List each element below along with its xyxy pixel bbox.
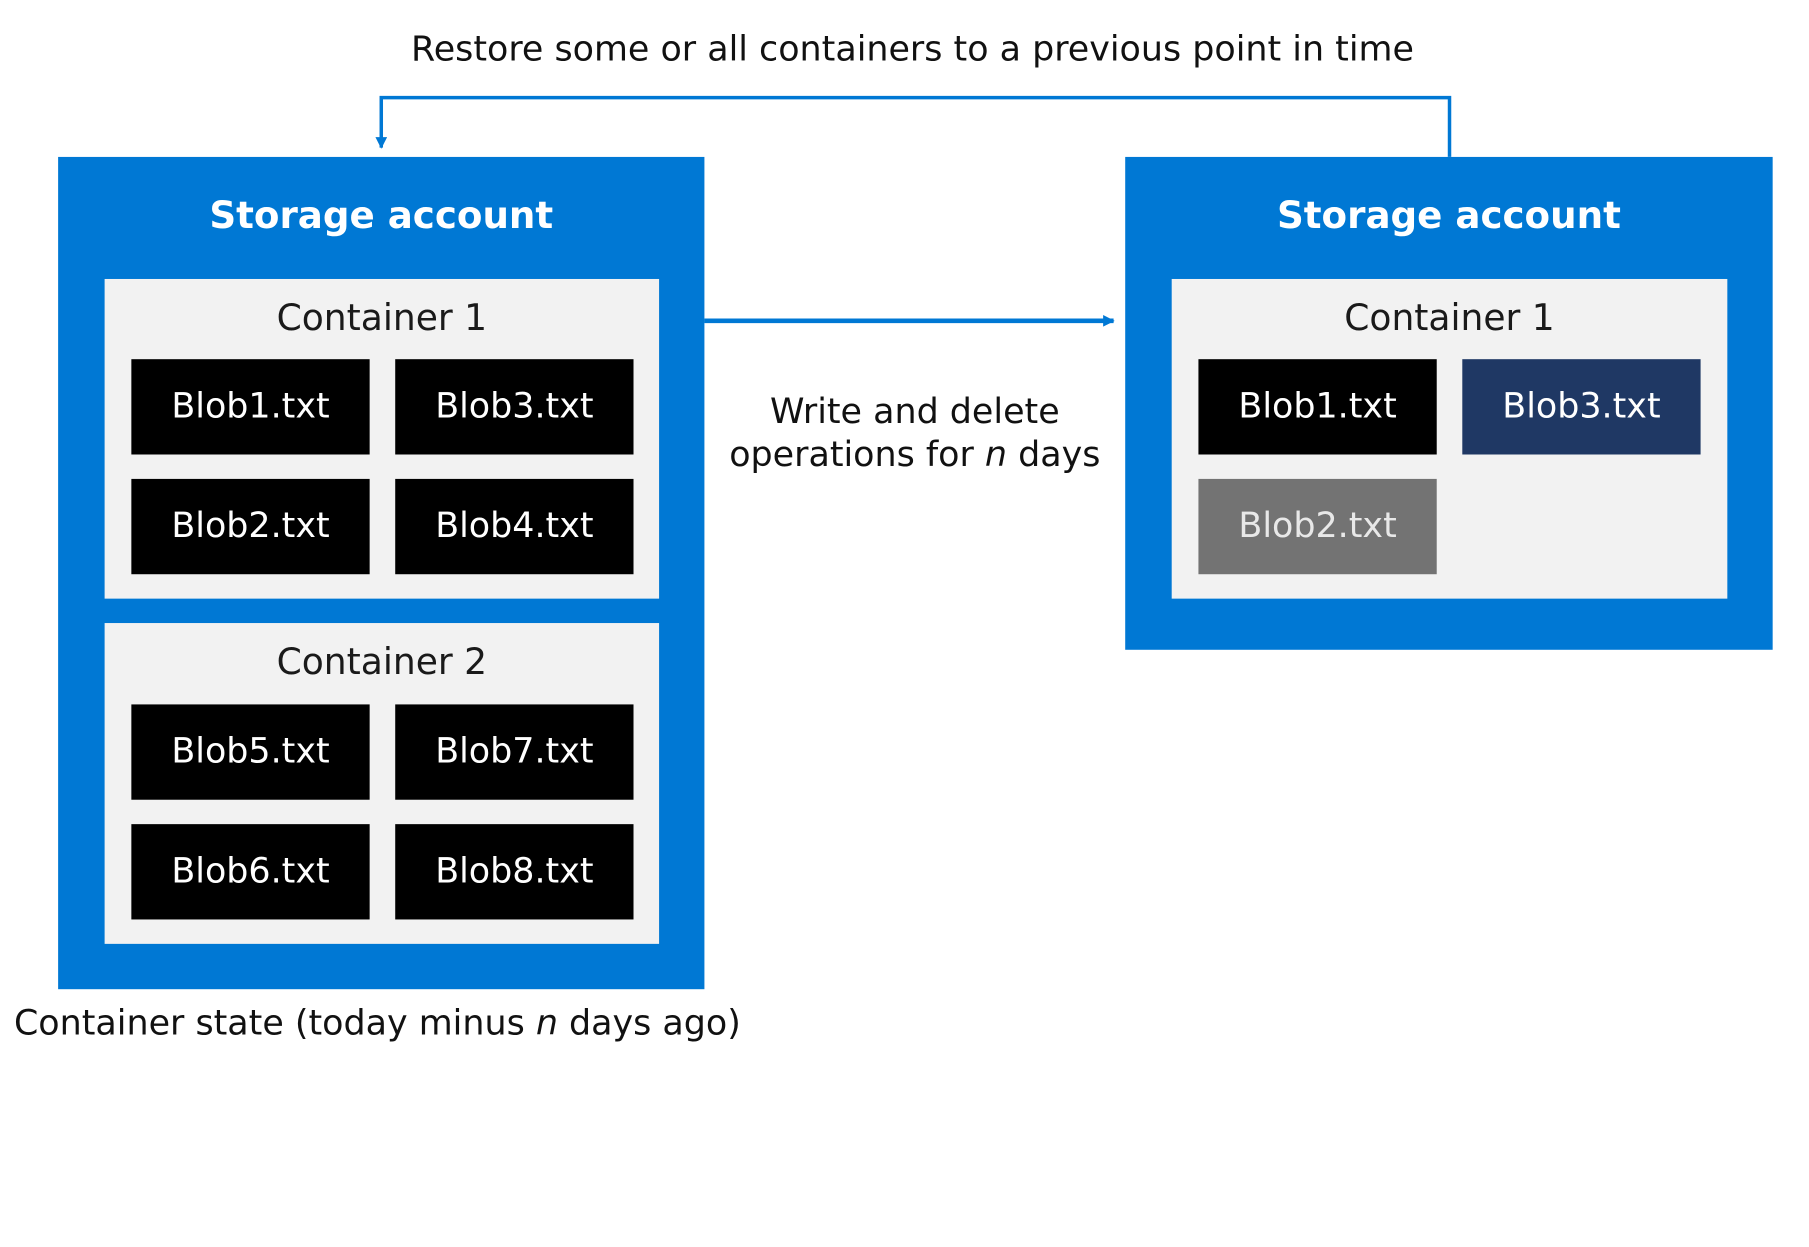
right-container-1: Container 1 Blob1.txt Blob3.txt Blob2.tx… xyxy=(1171,278,1728,599)
blob-6: Blob6.txt xyxy=(131,824,370,920)
variable-n: n xyxy=(984,434,1008,476)
left-container-2: Container 2 Blob5.txt Blob7.txt Blob6.tx… xyxy=(104,623,660,944)
blob-4: Blob4.txt xyxy=(395,478,634,575)
container-state-caption: Container state (today minus n days ago) xyxy=(13,1003,741,1044)
blob-2: Blob2.txt xyxy=(131,478,370,575)
blob-1: Blob1.txt xyxy=(131,359,370,455)
operations-caption-line1: Write and delete xyxy=(769,391,1060,433)
left-container-2-title: Container 2 xyxy=(276,641,488,684)
right-storage-account: Storage account Container 1 Blob1.txt Bl… xyxy=(1125,156,1773,650)
blob-8: Blob8.txt xyxy=(395,824,634,920)
connector-lines xyxy=(375,95,1452,327)
operations-caption: Write and delete operations for n days xyxy=(711,391,1118,477)
variable-n: n xyxy=(535,1003,558,1044)
restore-arrow xyxy=(375,95,1452,157)
left-storage-account: Storage account Container 1 Blob1.txt Bl… xyxy=(58,156,705,990)
left-container-1-title: Container 1 xyxy=(276,297,488,340)
right-blob-2-deleted: Blob2.txt xyxy=(1198,478,1437,575)
blob-5: Blob5.txt xyxy=(131,704,370,800)
left-container-1: Container 1 Blob1.txt Blob3.txt Blob2.tx… xyxy=(104,278,660,599)
blob-7: Blob7.txt xyxy=(395,704,634,800)
right-blob-3-modified: Blob3.txt xyxy=(1462,359,1701,455)
right-container-1-title: Container 1 xyxy=(1344,297,1555,340)
right-storage-account-title: Storage account xyxy=(1276,192,1621,238)
blob-3: Blob3.txt xyxy=(395,359,634,455)
operations-caption-line2: operations for n days xyxy=(729,434,1101,476)
right-blob-1: Blob1.txt xyxy=(1198,359,1437,455)
left-storage-account-title: Storage account xyxy=(209,192,554,238)
restore-caption: Restore some or all containers to a prev… xyxy=(411,29,1414,70)
